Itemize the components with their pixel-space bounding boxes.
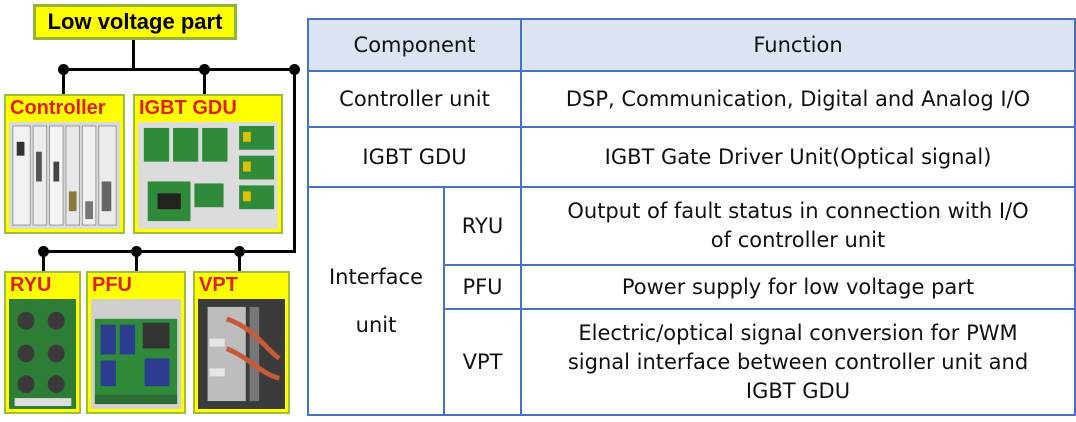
table-row: IGBT GDU IGBT Gate Driver Unit(Optical s… <box>306 126 1076 188</box>
junction-dot <box>131 246 142 257</box>
diagram-title: Low voltage part <box>33 4 237 40</box>
ryu-card: RYU <box>4 271 81 414</box>
interface-unit-line1: Interface <box>328 265 424 289</box>
junction-dot <box>58 64 69 75</box>
subunit-cell: VPT <box>442 308 523 416</box>
interface-unit-cell: Interface unit <box>307 186 445 416</box>
wire-ryu-drop <box>42 250 45 272</box>
junction-dot <box>199 64 210 75</box>
igbt-gdu-label: IGBT GDU <box>139 97 237 119</box>
vpt-photo <box>198 299 285 409</box>
function-cell: Electric/optical signal conversion for P… <box>520 308 1076 416</box>
wire-vpt-drop <box>238 250 241 272</box>
controller-label: Controller <box>10 97 106 119</box>
function-cell: Output of fault status in connection wit… <box>520 186 1076 266</box>
wire-top-bus <box>62 68 296 71</box>
function-table: Component Function Controller unit DSP, … <box>306 18 1076 416</box>
function-line: signal interface between controller unit… <box>567 349 1029 374</box>
wire-bottom-bus <box>42 250 296 253</box>
igbt-gdu-photo <box>138 122 278 229</box>
wire-controller-drop <box>62 68 65 96</box>
controller-card: Controller <box>4 94 125 234</box>
vpt-card: VPT <box>193 271 290 414</box>
junction-dot <box>289 64 300 75</box>
table-header-row: Component Function <box>306 18 1076 72</box>
function-line: Output of fault status in connection wit… <box>567 199 1029 223</box>
component-cell: Controller unit <box>306 70 523 128</box>
header-component: Component <box>306 18 523 72</box>
table-row: PFU Power supply for low voltage part <box>308 264 1076 310</box>
wire-igbt-drop <box>203 68 206 96</box>
pfu-photo <box>91 299 181 409</box>
wire-right-riser <box>293 68 296 253</box>
controller-photo <box>9 122 120 229</box>
ryu-photo <box>9 299 76 409</box>
subunit-cell: PFU <box>442 264 523 310</box>
function-cell: DSP, Communication, Digital and Analog I… <box>520 70 1076 128</box>
subunit-cell: RYU <box>442 186 523 266</box>
header-function: Function <box>520 18 1076 72</box>
wire-title-drop <box>132 40 135 70</box>
wire-pfu-drop <box>135 250 138 272</box>
ryu-label: RYU <box>10 274 52 296</box>
function-cell: IGBT Gate Driver Unit(Optical signal) <box>520 126 1076 188</box>
junction-dot <box>38 246 49 257</box>
pfu-label: PFU <box>92 274 132 296</box>
function-line: IGBT GDU <box>745 378 851 403</box>
vpt-label: VPT <box>199 274 238 296</box>
table-row: Interface unit RYU Output of fault statu… <box>307 186 1076 416</box>
pfu-card: PFU <box>86 271 186 414</box>
igbt-gdu-card: IGBT GDU <box>133 94 283 234</box>
interface-unit-line2: unit <box>355 313 397 337</box>
component-cell: IGBT GDU <box>306 126 523 188</box>
low-voltage-diagram: Low voltage part Controller <box>0 0 300 422</box>
function-line: of controller unit <box>710 228 886 252</box>
function-cell: Power supply for low voltage part <box>520 264 1076 310</box>
table-row: VPT Electric/optical signal conversion f… <box>308 308 1076 416</box>
table-row: Controller unit DSP, Communication, Digi… <box>306 70 1076 128</box>
function-line: Electric/optical signal conversion for P… <box>578 320 1018 345</box>
junction-dot <box>234 246 245 257</box>
